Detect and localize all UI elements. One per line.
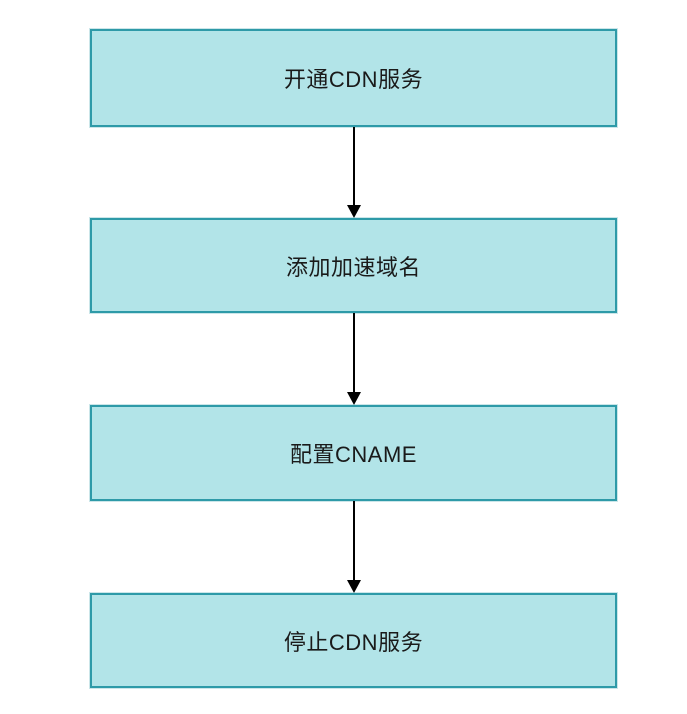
flow-node-label: 开通CDN服务 (283, 67, 424, 92)
flow-node-configure-cname: 配置CNAME (90, 405, 617, 501)
flow-node-label: 停止CDN服务 (283, 629, 424, 655)
flow-node-stop-cdn-service: 停止CDN服务 (90, 593, 617, 688)
flow-node-label: 配置CNAME (290, 442, 417, 467)
arrow-head-icon (346, 205, 361, 218)
arrow-down-connector-3 (346, 501, 361, 593)
arrow-head-icon (346, 392, 361, 405)
arrow-down-connector-2 (346, 313, 361, 405)
arrow-shaft (352, 127, 355, 205)
flow-node-label: 添加加速域名 (285, 254, 421, 280)
flow-node-open-cdn-service: 开通CDN服务 (90, 29, 617, 127)
flow-node-add-accel-domain: 添加加速域名 (90, 218, 617, 313)
arrow-down-connector-1 (346, 127, 361, 218)
arrow-head-icon (346, 580, 361, 593)
arrow-shaft (352, 313, 355, 392)
arrow-shaft (352, 501, 355, 580)
